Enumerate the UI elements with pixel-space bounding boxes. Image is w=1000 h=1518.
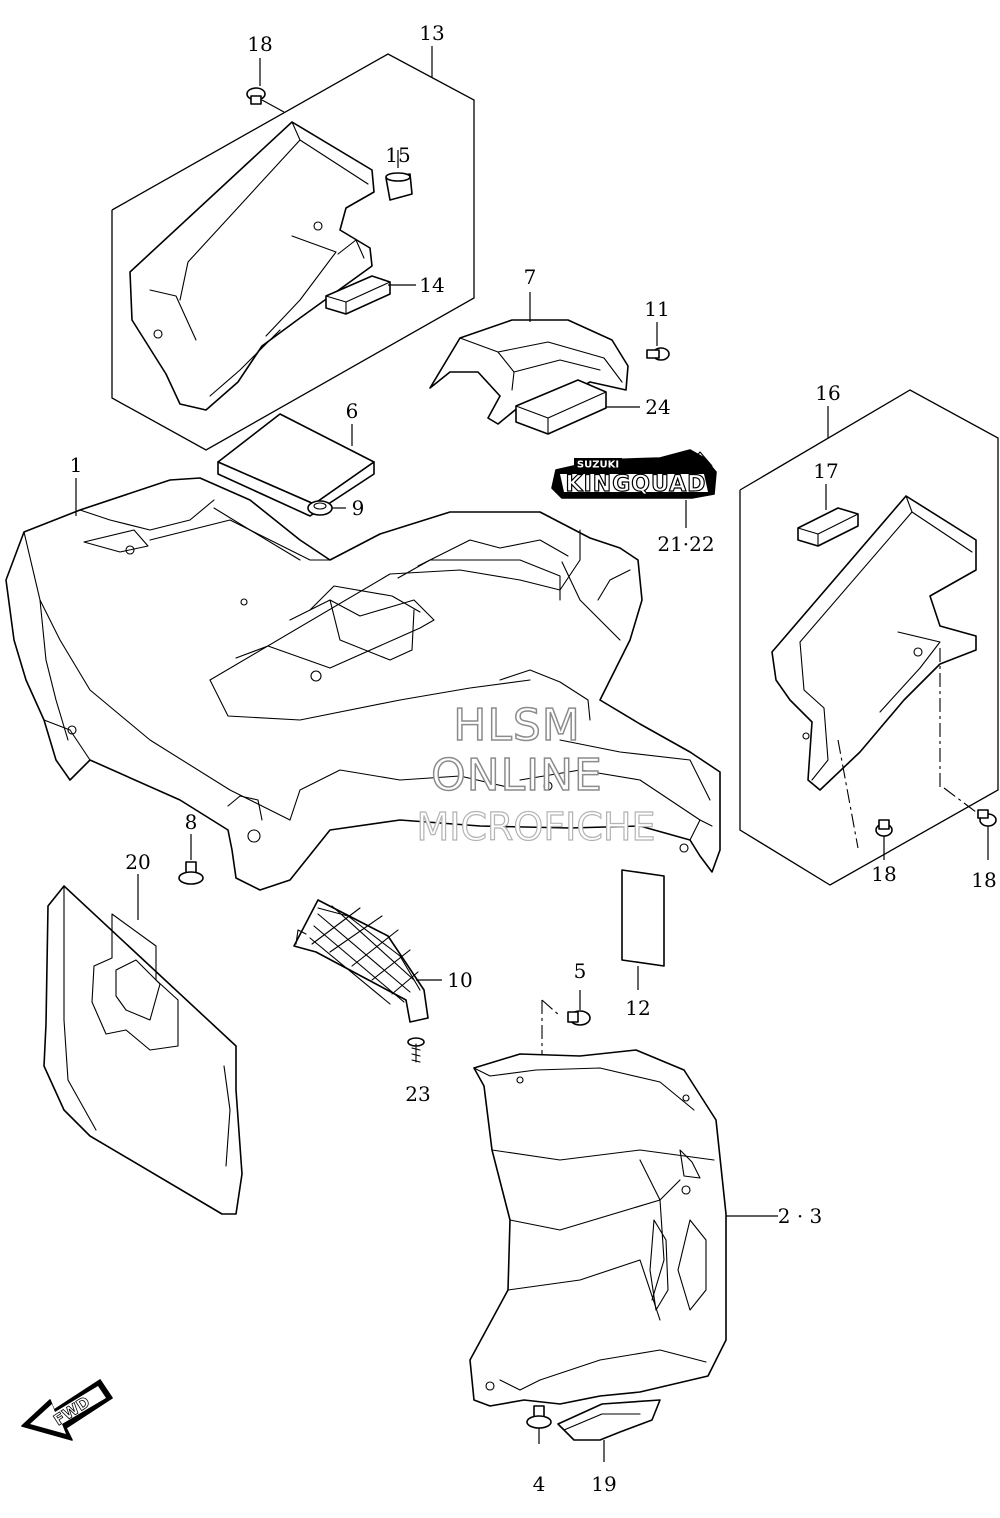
grommet-15-icon [385,150,413,201]
pad-17-icon [797,484,859,547]
callout-labels: 18 13 15 14 7 11 24 16 6 17 1 9 21·22 8 … [70,21,997,1496]
callout-2-3: 2 · 3 [778,1204,823,1228]
decal-brand-plate [574,458,622,470]
callout-12: 12 [625,996,650,1020]
decal-21-22: SUZUKI KINGQUAD [551,449,717,528]
part-19-trim [557,1399,661,1462]
decal-model: KINGQUAD [566,472,707,497]
grille-mesh [309,905,419,1005]
grommet-9-icon [307,500,346,516]
kit-frame-16 [739,389,999,886]
callout-19: 19 [591,1472,616,1496]
screw-4-icon [526,1405,552,1444]
callout-18-right: 18 [871,862,896,886]
callout-23: 23 [405,1082,430,1106]
screw-18-far-right-icon [943,787,997,860]
watermark: HLSM ONLINE MICROFICHE [416,699,656,849]
callout-13: 13 [419,21,444,45]
part-13-inner-panel [129,121,375,411]
callout-10: 10 [447,968,472,992]
decal-brand: SUZUKI [577,460,619,471]
screw-23-icon [407,1037,425,1063]
hidden-line [837,648,941,849]
screw-18-right-icon [875,819,893,860]
callout-9: 9 [352,496,365,520]
pad-14-icon [325,275,416,315]
callout-4: 4 [533,1472,546,1496]
callout-18-far-right: 18 [971,868,996,892]
callout-1: 1 [70,453,83,477]
fwd-direction-badge: FWD [21,1379,113,1441]
callout-15: 15 [385,143,410,167]
screw-5-icon [541,990,591,1088]
callout-16: 16 [815,381,840,405]
callout-8: 8 [185,810,198,834]
part-2-3-inner-fender [469,1049,778,1407]
callout-20: 20 [125,850,150,874]
watermark-line1: HLSM [453,700,581,751]
callout-17: 17 [813,459,838,483]
pad-12-icon [621,869,665,990]
callout-18-top: 18 [247,32,272,56]
callout-5: 5 [574,959,587,983]
screw-11-icon [646,322,670,361]
callout-14: 14 [419,273,444,297]
callout-7: 7 [524,265,537,289]
callout-24: 24 [645,395,670,419]
screw-18-top-icon [246,58,285,113]
callout-11: 11 [644,297,669,321]
callout-6: 6 [346,399,359,423]
part-16-inner-panel [771,495,977,791]
pad-24-icon [515,379,640,435]
callout-21-22: 21·22 [657,532,714,556]
watermark-line2: ONLINE [431,750,603,801]
part-10-grille [293,899,442,1023]
mountain-icon [665,451,713,467]
screw-8-icon [178,834,204,885]
watermark-line3: MICROFICHE [416,805,655,849]
part-20-side-panel [43,874,243,1215]
kit-frame-13 [111,46,475,451]
part-1-front-fender [5,477,721,891]
